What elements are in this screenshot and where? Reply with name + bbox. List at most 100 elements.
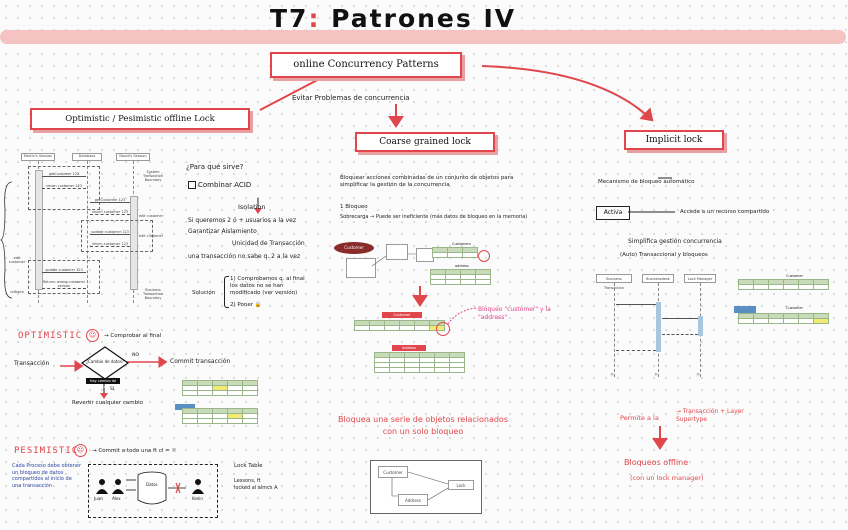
- pesimistic-diagram: [96, 471, 204, 505]
- seq-side-note: Business Transaction Boundary: [142, 288, 164, 300]
- seq-msg: return customer 123: [90, 242, 130, 247]
- note-una-transaccion: una transacción no sabe q. 2 a la vez: [188, 253, 301, 260]
- implicit-table-title-1: Customer: [786, 274, 804, 278]
- coarse-pink-note: Bloqueo "customer" y la "address": [478, 306, 551, 321]
- pes-user-juan: Juan: [94, 496, 103, 501]
- coarse-description: Bloquear acciones combinadas de un conju…: [340, 175, 514, 189]
- pink-arrow: [447, 307, 477, 325]
- optimistic-table-1: [182, 380, 258, 396]
- seq-msg: return customer 123: [42, 184, 86, 189]
- note-solucion-label: Solución: [192, 290, 216, 296]
- optimistic-no-label: NO: [132, 353, 139, 358]
- coarse-grained-box: Coarse grained lock: [355, 132, 495, 152]
- pesimistic-heading: PESIMISTIC: [14, 446, 79, 456]
- coarse-bottom-text: Bloquea una serie de objetos relacionado…: [338, 415, 508, 436]
- lock-circle-2: [436, 322, 450, 336]
- implicit-offline: Bloqueos offline: [624, 458, 689, 467]
- left-brace: [0, 181, 13, 299]
- optimistic-pesimistic-box: Optimistic / Pesimistic offline Lock: [30, 108, 250, 130]
- implicit-seq-header: Business Transaction: [596, 274, 632, 290]
- seq-msg: update customer 123: [90, 230, 130, 235]
- solution-brace: [224, 276, 229, 308]
- coarse-address-header: Address: [392, 345, 426, 351]
- coarse-table-customers: [432, 247, 478, 258]
- coarse-table-title-2: address: [455, 264, 469, 268]
- page-title: T7: Patrones IV: [270, 4, 517, 33]
- implicit-offline-2: (con un lock manager): [630, 474, 704, 482]
- coarse-mini-box-2: [386, 244, 408, 260]
- seq-side-note: edit customer: [138, 234, 164, 238]
- implicit-seq-header: Lock Manager: [684, 274, 716, 283]
- optimistic-revert: Revertir cualquier cambio: [72, 400, 143, 406]
- seq-msg: return customer 123: [90, 210, 130, 215]
- coarse-note-1: 1 Bloqueo: [340, 204, 368, 210]
- note-para-que-sirve: ¿Para qué sirve?: [186, 163, 244, 171]
- implicit-table-2: [738, 313, 829, 324]
- optimistic-sequence-diagram: Martin's Session Database David's Sessio…: [6, 150, 171, 310]
- note-isolation: Isolation: [238, 203, 266, 211]
- optimistic-diamond-label: ¿Cambio de datos?: [85, 359, 125, 364]
- seq-header-david: David's Session: [116, 153, 150, 161]
- seq-msg: getCustomer 123: [90, 198, 130, 203]
- happy-face-icon: ☺: [86, 329, 99, 342]
- implicit-activa-box: Activa: [596, 206, 630, 220]
- seq-header-database: Database: [72, 153, 102, 161]
- coarse-customer-header: Customer: [382, 312, 422, 318]
- seq-header-martin: Martin's Session: [21, 153, 55, 161]
- checkbox-icon: [188, 181, 196, 189]
- pes-user-alex: Alex: [112, 496, 121, 501]
- note-solucion-1: 1) Comprobamos q. al final los datos no …: [230, 276, 305, 297]
- implicit-sequence-diagram: Business Transaction Businessdesk Lock M…: [596, 272, 726, 382]
- coarse-table-address-2: [374, 352, 465, 373]
- pes-database-label: Datos: [146, 482, 158, 487]
- implicit-table-title-2: Customer: [786, 306, 804, 310]
- coarse-table-address: [430, 269, 491, 285]
- seq-msg: update customer 123: [42, 268, 86, 273]
- implicit-auto: (Auto) Transaccional y bloqueos: [620, 252, 708, 258]
- uml-customer: Customer: [378, 466, 408, 478]
- implicit-description: Mecanismo de bloqueo automático: [598, 179, 695, 185]
- implicit-permite-2: → Transacción + Layer Supertype: [676, 408, 744, 423]
- coarse-mini-box-1: [346, 258, 376, 278]
- pes-lock-table: Lock Table: [234, 463, 263, 469]
- coarse-table-title-1: Customers: [452, 242, 471, 246]
- note-combinar-acid: Combinar ACID: [188, 181, 251, 190]
- pesimistic-diagram-frame: [88, 464, 218, 518]
- note-solucion-2: 2) Poner 🔒: [230, 302, 262, 308]
- seq-msg: getCustomer 123: [42, 172, 86, 177]
- optimistic-note: → Comprobar al final: [104, 333, 162, 339]
- lock-circle-1: [478, 250, 490, 262]
- coarse-note-2: Sobrecarga → Puede ser ineficiente (más …: [340, 214, 528, 220]
- implicit-seq-header: Businessdesk: [642, 274, 674, 283]
- optimistic-commit: Commit transacción: [170, 358, 231, 365]
- seq-msg: edit customer: [138, 214, 164, 218]
- pes-lessons-note: Lessons, ft locked al almcs A: [234, 478, 278, 491]
- uml-lines: [391, 471, 449, 501]
- uml-address: Address: [398, 494, 428, 506]
- sad-face-icon: ☹: [74, 444, 87, 457]
- seq-msg: Return: wrong customer version: [42, 280, 86, 289]
- note-usuarios: Si queremos 2 ó + usuarios a la vez: [188, 217, 296, 224]
- optimistic-heading: OPTIMISTIC: [18, 331, 83, 341]
- title-banner: [0, 30, 846, 44]
- optimistic-change-box: Hay cambio de datos: [86, 378, 120, 389]
- pesimistic-note: → Commit a todo una ft cl = ☉: [92, 448, 177, 454]
- note-unicidad: Unicidad de Transacción: [232, 240, 305, 247]
- pesimistic-description: Cada Proceso debe obtener un bloqueo de …: [12, 463, 82, 489]
- optimistic-table-2: [182, 408, 258, 424]
- online-concurrency-box: online Concurrency Patterns: [270, 52, 462, 78]
- uml-lock: Lock: [448, 480, 474, 490]
- implicit-lock-box: Implicit lock: [624, 130, 724, 150]
- seq-msg: edit customer: [8, 256, 26, 264]
- implicit-table-1: [738, 279, 829, 290]
- subtitle-avoid-problems: Evitar Problemas de concurrencia: [292, 94, 410, 102]
- implicit-permite: Permite a la: [620, 414, 659, 422]
- note-aislamiento: Garantizar Aislamiento: [188, 228, 257, 235]
- seq-side-note: rollback: [10, 290, 24, 294]
- pes-user-kevin: Kevin: [192, 496, 203, 501]
- blue-tag: [175, 404, 195, 410]
- coarse-table-customer-2: [354, 320, 445, 331]
- lock-icon: 🔒: [254, 302, 262, 308]
- optimistic-transaccion: Transacción: [14, 360, 50, 367]
